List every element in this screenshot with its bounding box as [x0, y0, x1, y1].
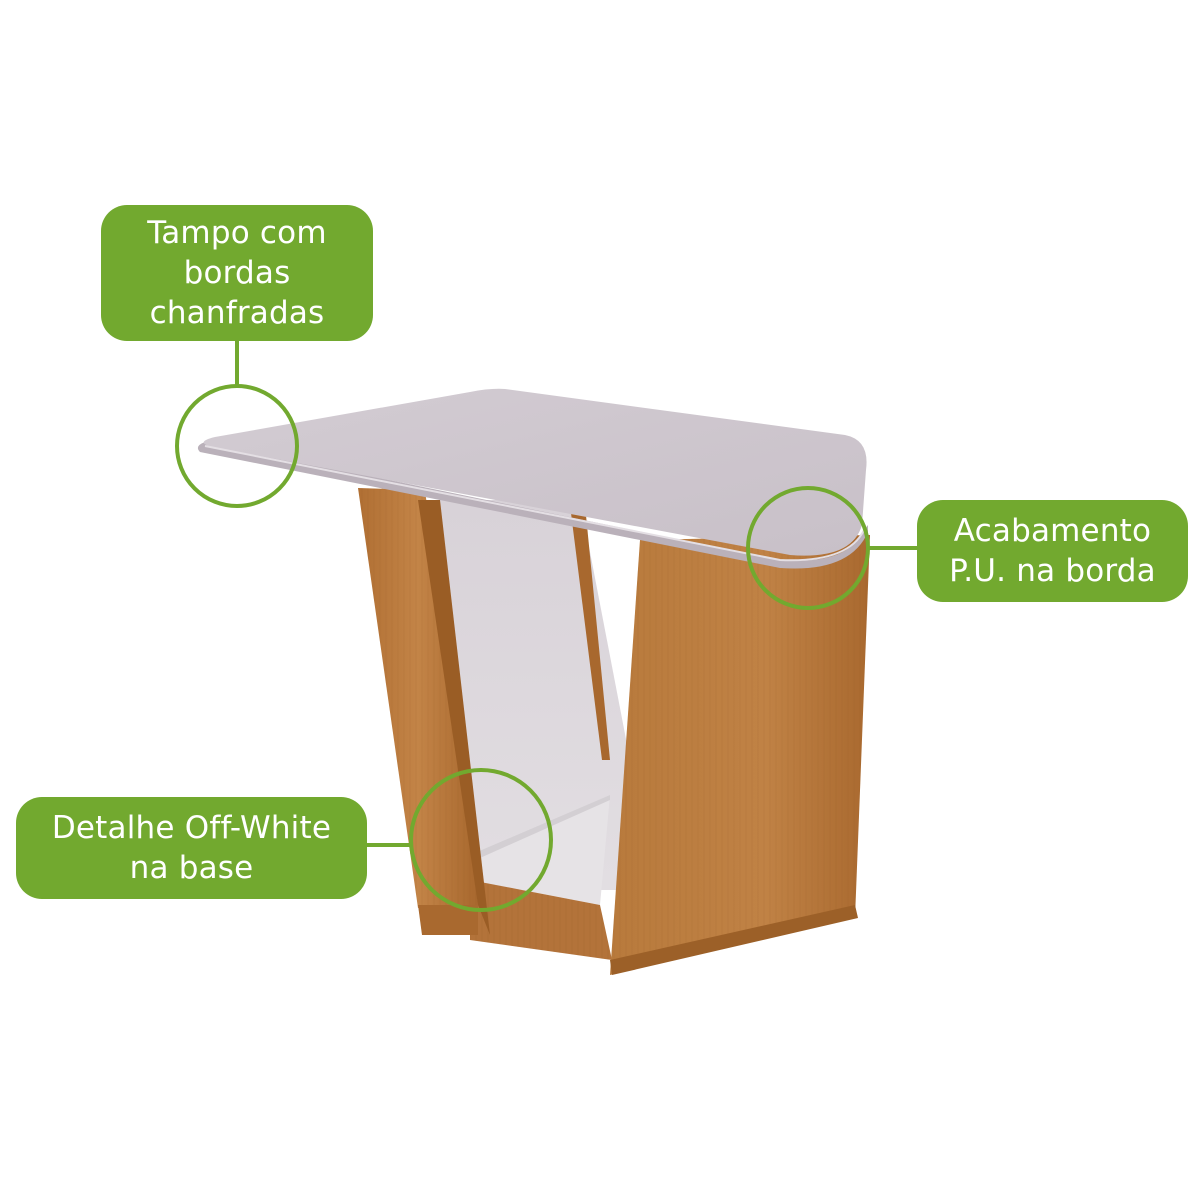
wood-leg-left-grain [358, 488, 478, 908]
wood-leg-right-base-edge [610, 905, 858, 975]
highlight-circle-top-edge [175, 384, 299, 508]
callout-pu-finish: Acabamento P.U. na borda [917, 500, 1188, 602]
wood-leg-left-side [418, 500, 490, 935]
callout-text-line: Detalhe Off-White [51, 810, 332, 846]
callout-text-line: Tampo com [147, 215, 327, 251]
wood-leg-left-foot [418, 905, 478, 935]
callout-text-line: na base [129, 850, 254, 886]
callout-offwhite-base: Detalhe Off-White na base [16, 797, 367, 899]
offwhite-base-shelf-shadow [470, 795, 610, 858]
callout-text-line: P.U. na borda [949, 553, 1156, 589]
highlight-circle-pu-finish [746, 486, 870, 610]
callout-top-edges: Tampo com bordas chanfradas [101, 205, 373, 341]
table-top-chamfer-line [204, 445, 865, 562]
offwhite-back-panel [420, 500, 655, 890]
callout-text-line: bordas [183, 255, 291, 291]
wood-inner-edge [570, 505, 610, 760]
callout-text-line: chanfradas [149, 295, 325, 331]
table-top-surface [203, 388, 867, 556]
wood-leg-right-grain [610, 535, 870, 975]
wood-base-plinth-grain [470, 880, 612, 960]
highlight-circle-offwhite-base [409, 768, 553, 912]
callout-text-line: Acabamento [953, 513, 1152, 549]
offwhite-base-shelf [470, 795, 610, 905]
